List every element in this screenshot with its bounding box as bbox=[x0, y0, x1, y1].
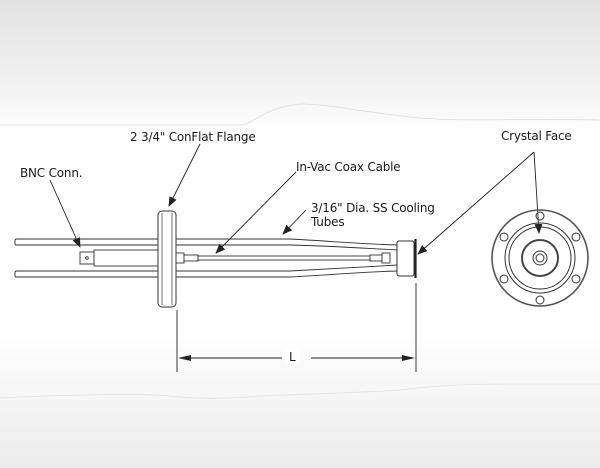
label-dimension-length: L bbox=[285, 350, 300, 364]
coax-line bbox=[197, 255, 371, 261]
crystal-center-inner bbox=[535, 253, 545, 263]
coax-sleeve-left bbox=[183, 254, 199, 262]
bolt-hole bbox=[535, 295, 545, 305]
dimension-length bbox=[176, 283, 417, 372]
conflat-flange bbox=[157, 210, 177, 308]
flange-outer-ring bbox=[491, 209, 589, 307]
leader-crystal-side bbox=[417, 151, 535, 255]
bnc-pin bbox=[85, 256, 89, 260]
bolt-hole bbox=[499, 232, 509, 242]
label-cooling-tubes-line2: Tubes bbox=[311, 215, 345, 229]
background-contour-bottom bbox=[0, 383, 600, 399]
leader-tubes bbox=[282, 209, 307, 235]
upper-rod bbox=[14, 238, 161, 246]
bolt-holes bbox=[499, 211, 581, 305]
leader-lines bbox=[49, 143, 543, 255]
label-crystal-face: Crystal Face bbox=[501, 129, 572, 143]
leader-crystal-front bbox=[533, 151, 543, 234]
bnc-body bbox=[93, 249, 161, 267]
bolt-hole bbox=[535, 211, 545, 221]
arrow-right bbox=[402, 355, 415, 361]
bolt-hole bbox=[499, 274, 509, 284]
cooling-tubes-right bbox=[176, 238, 399, 278]
lower-rod bbox=[14, 270, 161, 278]
label-in-vac-coax: In-Vac Coax Cable bbox=[296, 160, 401, 174]
arrow-left bbox=[178, 355, 191, 361]
label-bnc-conn: BNC Conn. bbox=[20, 166, 83, 180]
leader-bnc bbox=[49, 179, 81, 248]
sensor-head-body bbox=[396, 240, 415, 277]
crystal-center-outer bbox=[532, 250, 548, 266]
leader-flange bbox=[168, 143, 201, 207]
coax-fitting-left bbox=[175, 252, 185, 264]
coax-fitting-right bbox=[381, 252, 391, 264]
label-conflat-flange: 2 3/4" ConFlat Flange bbox=[130, 130, 256, 144]
in-vac-coax-cable bbox=[175, 252, 391, 264]
coax-sleeve-right bbox=[369, 254, 383, 262]
bolt-hole bbox=[571, 274, 581, 284]
leader-coax bbox=[215, 171, 297, 254]
bolt-hole bbox=[571, 232, 581, 242]
flange-body bbox=[157, 210, 177, 308]
bnc-tip bbox=[79, 251, 95, 265]
background-contour-top bbox=[0, 103, 600, 126]
sensor-head bbox=[396, 239, 417, 278]
crystal-holder bbox=[521, 239, 559, 277]
bnc-connector bbox=[79, 249, 161, 267]
knife-edge-ring-inner bbox=[508, 226, 572, 290]
label-cooling-tubes-line1: 3/16" Dia. SS Cooling bbox=[311, 201, 435, 215]
knife-edge-ring-outer bbox=[504, 222, 576, 294]
crystal-face-front-view bbox=[491, 209, 589, 307]
label-cooling-tubes: 3/16" Dia. SS Cooling Tubes bbox=[311, 201, 451, 229]
